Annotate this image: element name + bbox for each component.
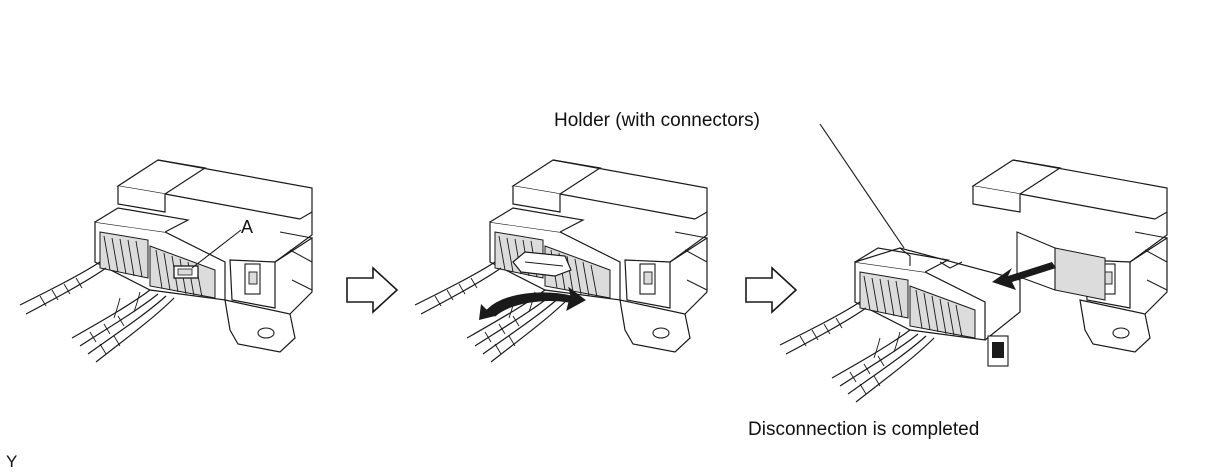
holder-label: Holder (with connectors) xyxy=(554,110,760,131)
step-arrow-icon xyxy=(745,267,797,313)
callout-a-leader xyxy=(191,229,242,269)
step-2-release-view xyxy=(414,159,708,363)
holder-leader xyxy=(819,123,905,249)
pull-arrow-icon xyxy=(992,262,1056,290)
release-lever xyxy=(512,251,572,277)
step-arrow-icon xyxy=(346,267,398,313)
callout-a-label: A xyxy=(241,217,254,237)
step-3-disconnected-view xyxy=(779,123,1168,403)
step-1-connected-view xyxy=(19,159,313,363)
completed-caption: Disconnection is completed xyxy=(748,419,980,440)
lock-tab-a xyxy=(173,265,199,279)
figure-code: Y xyxy=(6,452,18,471)
rotate-arrow-icon xyxy=(479,286,586,320)
